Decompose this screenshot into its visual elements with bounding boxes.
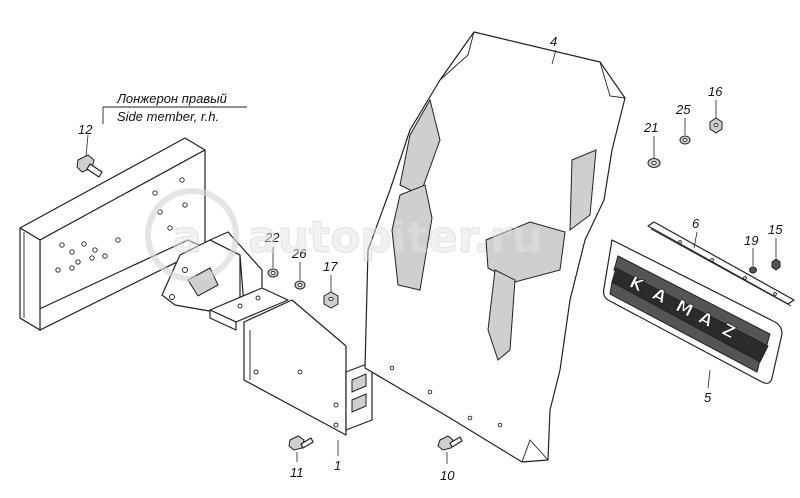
watermark: a autopiter.ru xyxy=(145,188,543,282)
callout-25: 25 xyxy=(675,102,691,117)
bracket-arm-side xyxy=(209,309,237,331)
callout-4: 4 xyxy=(550,34,557,49)
callout-22: 22 xyxy=(264,230,280,245)
leader-6 xyxy=(693,231,698,249)
bolt-10-head xyxy=(437,435,454,451)
watermark-text: autopiter.ru xyxy=(248,212,543,263)
mudflap: KAMAZ 5 xyxy=(602,239,783,405)
nut-17: 17 xyxy=(323,259,339,309)
bolt-12-shank xyxy=(86,163,103,178)
callout-19: 19 xyxy=(744,233,758,248)
mudflap-bracket-assembly: 1 xyxy=(161,231,373,473)
leader-4 xyxy=(551,49,557,65)
callout-11: 11 xyxy=(290,465,304,480)
watermark-logo-ring xyxy=(145,188,239,282)
callout-10: 10 xyxy=(440,468,455,483)
washer-22: 22 xyxy=(264,230,280,278)
clamping-strip: 6 xyxy=(647,216,795,307)
washer-26: 26 xyxy=(291,246,307,290)
bracket-channel xyxy=(345,361,373,431)
callout-21: 21 xyxy=(643,120,658,135)
rear-fender: 4 xyxy=(364,31,626,463)
nut-16: 16 xyxy=(708,84,723,134)
leader-5 xyxy=(707,369,711,389)
bolt-12: 12 xyxy=(76,122,103,178)
callout-16: 16 xyxy=(708,84,723,99)
nut-15-body xyxy=(771,258,781,271)
mounting-plate xyxy=(243,299,347,436)
mudflap-logo-band xyxy=(611,267,769,363)
bolt-11: 11 xyxy=(288,435,314,480)
bolt-10-shank xyxy=(449,436,463,448)
callout-15: 15 xyxy=(768,222,783,237)
watermark-logo-mark: a xyxy=(172,212,202,263)
strip-body xyxy=(647,221,795,305)
fender-rear-fold xyxy=(569,149,597,232)
washer-19: 19 xyxy=(744,233,758,274)
rail-end-face xyxy=(19,227,41,331)
fender-fold-left xyxy=(399,98,441,196)
bolt-11-head xyxy=(288,435,305,451)
fender-inner-step xyxy=(485,221,566,283)
callout-26: 26 xyxy=(291,246,307,261)
callout-5: 5 xyxy=(704,390,712,405)
bolt-11-shank xyxy=(300,437,314,449)
bolt-10: 10 xyxy=(437,435,463,483)
callout-1: 1 xyxy=(334,458,341,473)
washer-21: 21 xyxy=(643,120,661,168)
washer-25: 25 xyxy=(675,102,691,145)
fender-fold-mid xyxy=(391,184,433,291)
rail-holes xyxy=(55,177,188,273)
nut-15: 15 xyxy=(768,222,783,271)
side-member-caption: Лонжерон правый Side member, r.h. xyxy=(102,91,247,124)
caption-english: Side member, r.h. xyxy=(117,109,219,124)
caption-russian: Лонжерон правый xyxy=(116,91,227,106)
washer-19-body xyxy=(749,266,757,274)
callout-6: 6 xyxy=(692,216,700,231)
callout-17: 17 xyxy=(323,259,338,274)
fender-inner-rib xyxy=(487,269,516,361)
callout-12: 12 xyxy=(78,122,93,137)
leader-12 xyxy=(85,134,89,157)
